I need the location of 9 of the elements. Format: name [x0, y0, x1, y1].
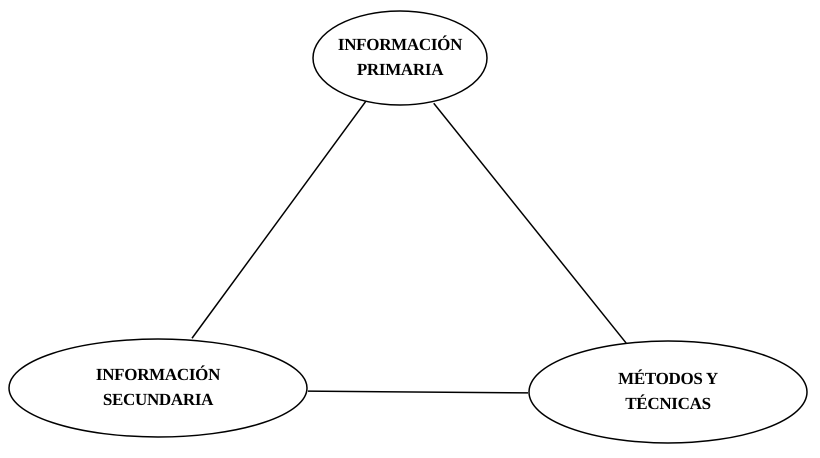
connector-line — [191, 100, 366, 339]
ellipse-node — [8, 338, 308, 438]
ellipse-node — [528, 340, 808, 444]
node-label: INFORMACIÓN SECUNDARIA — [94, 364, 222, 411]
connector-line — [433, 102, 628, 344]
ellipse-node — [312, 10, 488, 106]
connector-line — [308, 390, 528, 394]
node-label: INFORMACIÓN PRIMARIA — [336, 34, 464, 81]
node-label: MÉTODOS Y TÉCNICAS — [617, 368, 719, 415]
